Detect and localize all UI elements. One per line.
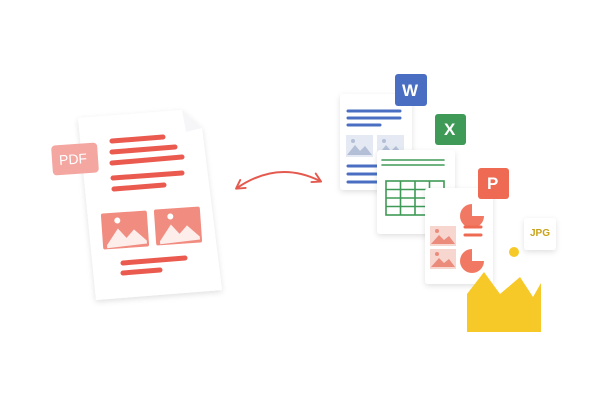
- ppt-image-bottom: [430, 249, 456, 269]
- word-image-left: [346, 135, 373, 157]
- pdf-document-icon: [51, 110, 222, 300]
- excel-badge-label: X: [444, 120, 456, 139]
- pdf-footer-lines: [120, 255, 188, 276]
- ppt-badge: [478, 168, 509, 199]
- ppt-badge-label: P: [487, 174, 499, 193]
- jpg-badge: [524, 218, 556, 250]
- jpg-image-icon: [467, 218, 556, 332]
- pdf-text-lines: [109, 134, 185, 192]
- pdf-sheet: [78, 110, 222, 300]
- pdf-image-right: [153, 206, 203, 246]
- powerpoint-slide-icon: [425, 168, 509, 284]
- pdf-fold-corner: [182, 110, 202, 132]
- ppt-image-top: [430, 226, 456, 246]
- jpg-badge-label: JPG: [530, 228, 551, 239]
- jpg-mountain-shape: [467, 272, 541, 332]
- pdf-badge-label: PDF: [58, 150, 88, 168]
- word-badge: [395, 74, 427, 106]
- bidirectional-arrow-icon: [235, 171, 323, 190]
- pdf-badge: [51, 142, 99, 176]
- jpg-sun: [509, 247, 519, 257]
- excel-badge: [435, 114, 466, 145]
- pdf-image-left: [100, 210, 150, 250]
- word-badge-label: W: [402, 81, 419, 100]
- ppt-pie-bottom: [460, 249, 484, 273]
- ppt-pie-top: [460, 204, 484, 228]
